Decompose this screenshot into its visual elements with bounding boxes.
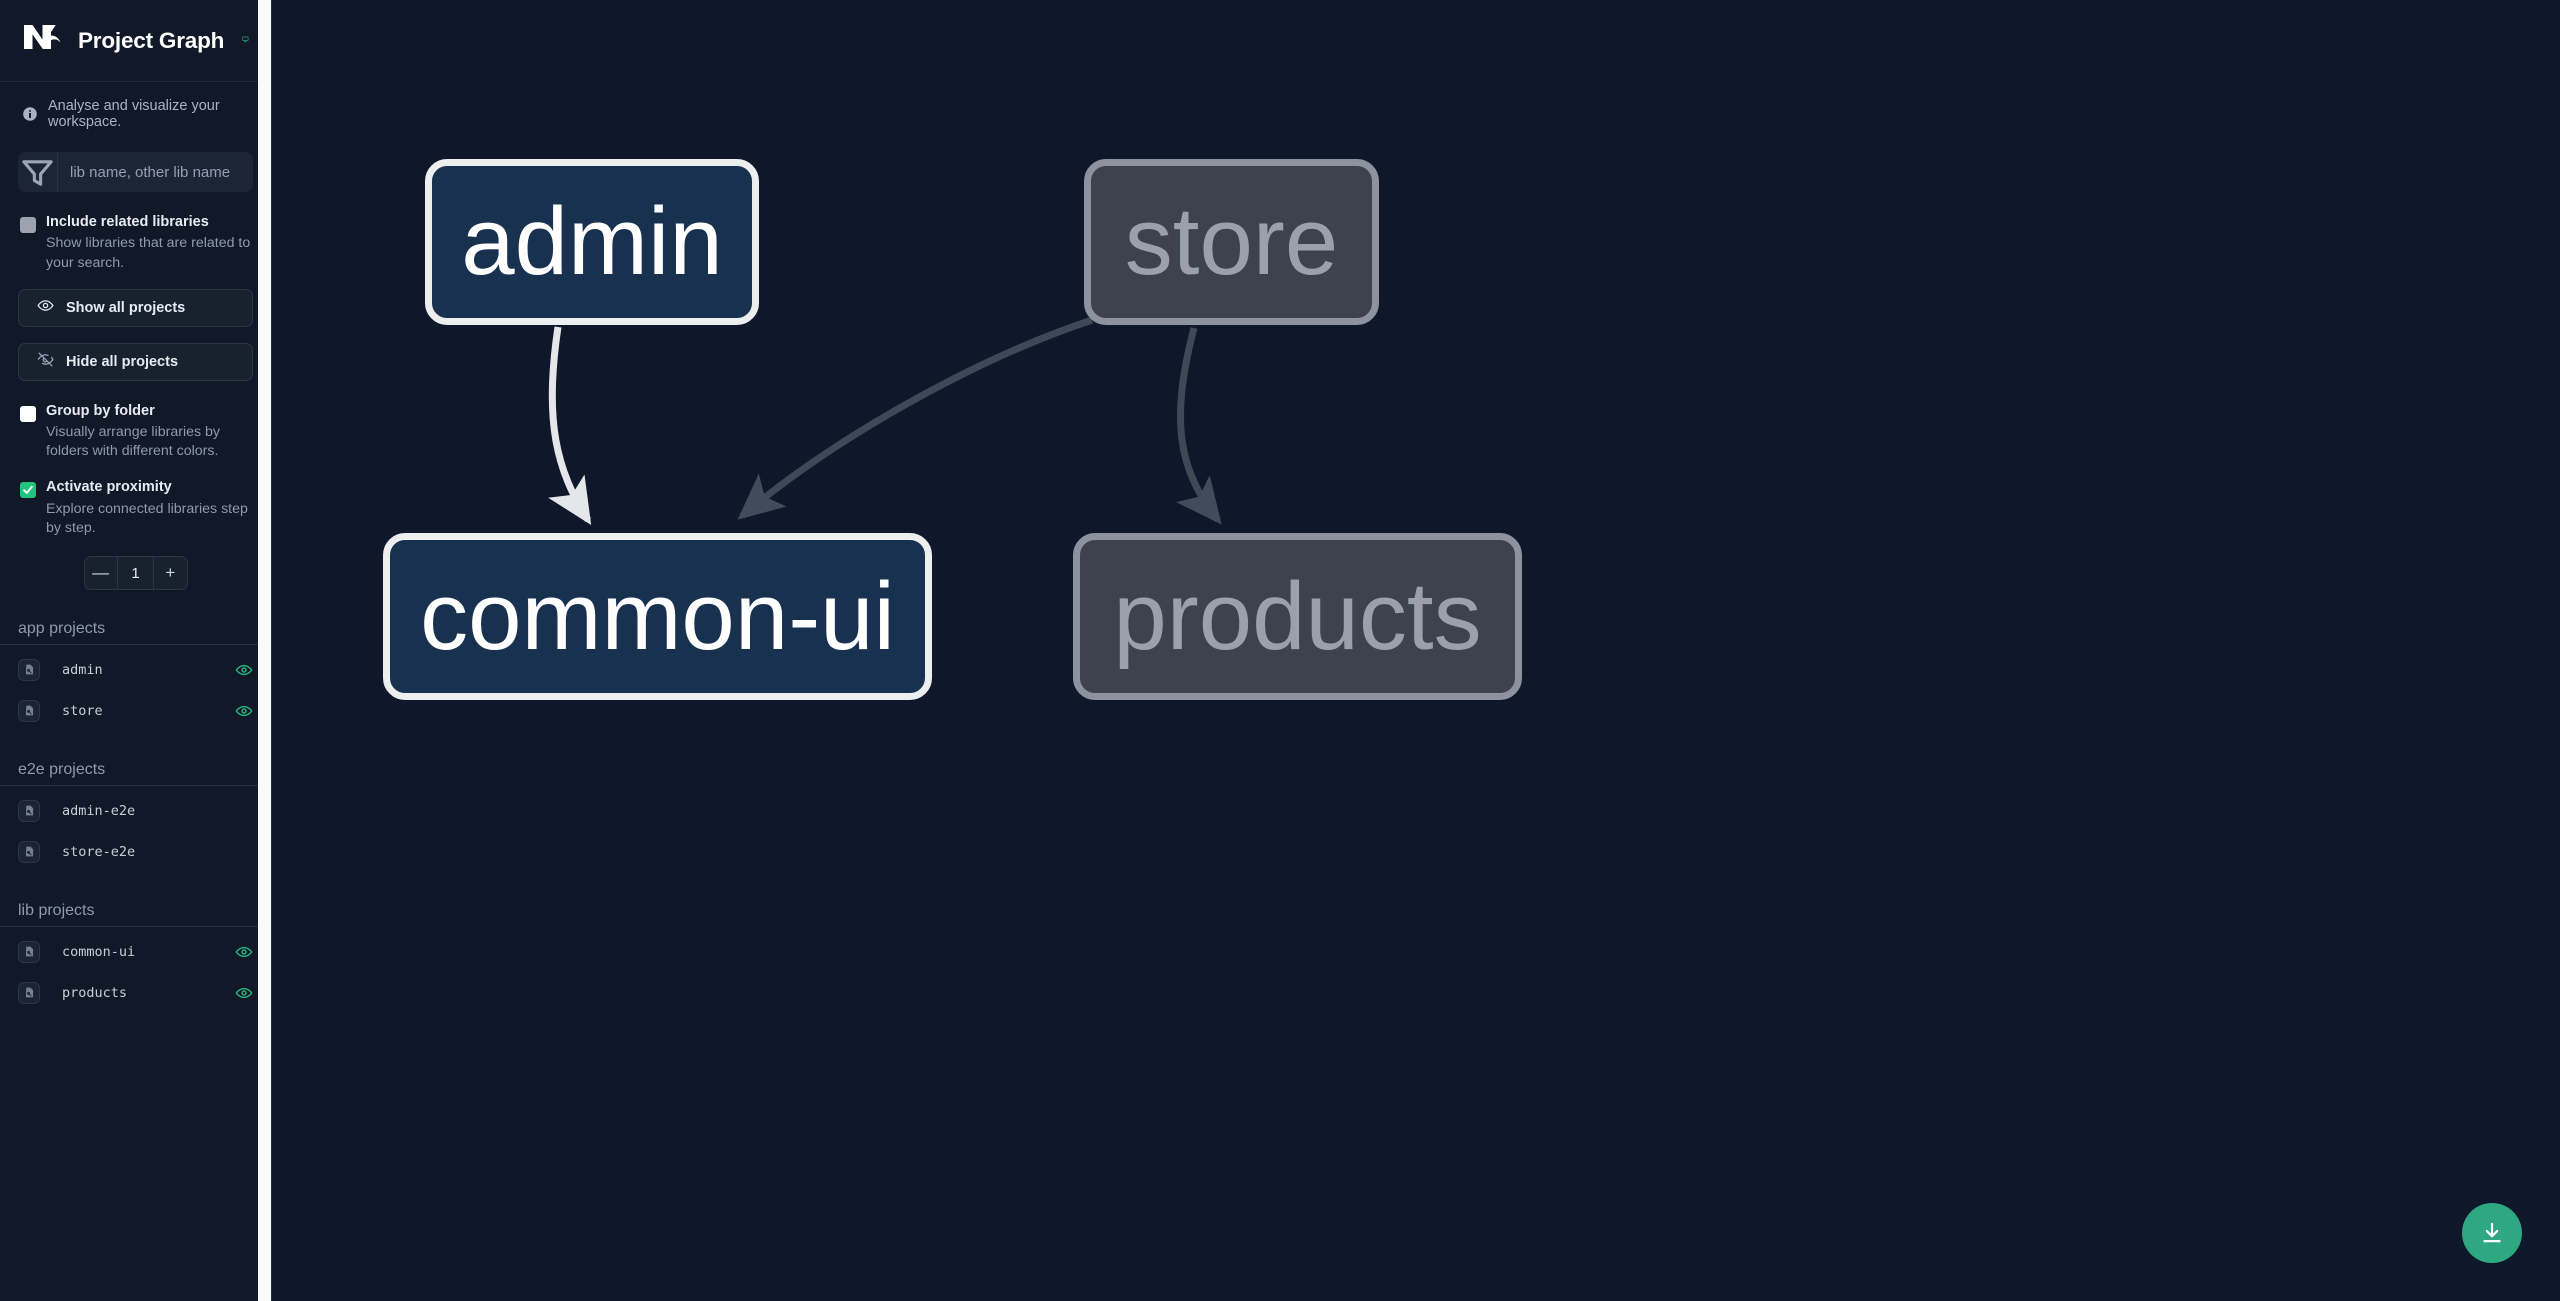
option-label: Group by folder [46, 402, 155, 419]
download-graph-button[interactable] [2462, 1203, 2522, 1263]
option-description: Show libraries that are related to your … [46, 235, 251, 271]
option-label: Include related libraries [46, 214, 209, 230]
sidebar-tagline: Analyse and visualize your workspace. [0, 82, 271, 130]
project-group-app-projects: app projects admin store [0, 620, 271, 731]
project-file-icon [18, 840, 40, 863]
project-name: store-e2e [62, 843, 136, 860]
sidebar-header: Project Graph [0, 0, 271, 82]
graph-node-common-ui[interactable]: common-ui [383, 533, 932, 700]
project-visibility-eye-icon[interactable] [235, 702, 253, 720]
project-group-title: app projects [0, 620, 271, 646]
proximity-value: 1 [116, 557, 155, 590]
show-all-projects-button[interactable]: Show all projects [18, 288, 253, 327]
checkbox-activate-proximity[interactable] [20, 482, 36, 499]
search-input[interactable] [58, 152, 253, 192]
proximity-stepper[interactable]: — 1 + [83, 556, 188, 591]
project-groups: app projects admin store e2e projects admin-… [0, 620, 271, 1013]
project-row-products[interactable]: products [0, 972, 271, 1013]
project-name: common-ui [62, 943, 136, 960]
project-visibility-eye-icon[interactable] [235, 943, 253, 961]
option-description: Explore connected libraries step by step… [46, 500, 248, 537]
project-name: admin [62, 661, 103, 678]
graph-node-label: store [1124, 188, 1339, 295]
option-include-related-libraries[interactable]: Include related libraries Show libraries… [0, 192, 271, 273]
project-group-title: e2e projects [0, 761, 271, 787]
monitor-icon[interactable] [242, 30, 249, 52]
option-activate-proximity[interactable]: Activate proximity Explore connected lib… [0, 461, 271, 538]
show-all-projects-label: Show all projects [66, 299, 186, 316]
project-file-icon [18, 699, 40, 722]
graph-node-admin[interactable]: admin [425, 159, 759, 325]
project-file-icon [18, 658, 40, 681]
tagline-text: Analyse and visualize your workspace. [48, 98, 220, 130]
checkbox-group-by-folder[interactable] [20, 405, 36, 422]
project-file-icon [18, 799, 40, 822]
search-filter-field[interactable] [18, 152, 253, 192]
proximity-increment-button[interactable]: + [165, 563, 176, 583]
graph-node-label: common-ui [420, 562, 895, 670]
nx-logo [22, 21, 64, 61]
info-icon [22, 106, 38, 122]
option-description: Visually arrange libraries by folders wi… [46, 424, 221, 460]
edge-admin-to-common-ui [548, 326, 592, 525]
project-group-title: lib projects [0, 902, 271, 928]
project-group-lib-projects: lib projects common-ui products [0, 902, 271, 1013]
project-visibility-eye-icon[interactable] [235, 661, 253, 679]
sidebar-scrollbar[interactable] [258, 0, 271, 1301]
graph-canvas[interactable]: admin store common-ui products [272, 0, 2560, 1301]
project-row-common-ui[interactable]: common-ui [0, 931, 271, 972]
edge-store-to-common-ui [737, 316, 1094, 520]
project-name: admin-e2e [62, 802, 136, 819]
eye-icon [37, 297, 54, 318]
filter-funnel-icon [18, 152, 58, 192]
project-name: products [62, 984, 128, 1001]
page-title: Project Graph [78, 27, 225, 53]
project-row-admin[interactable]: admin [0, 649, 271, 690]
project-group-e2e-projects: e2e projects admin-e2e store-e2e [0, 761, 271, 872]
checkbox-include-related-libraries[interactable] [20, 217, 36, 233]
graph-node-store[interactable]: store [1084, 159, 1379, 325]
option-label: Activate proximity [46, 479, 172, 496]
project-row-admin-e2e[interactable]: admin-e2e [0, 790, 271, 831]
project-row-store-e2e[interactable]: store-e2e [0, 831, 271, 872]
graph-node-label: admin [461, 188, 723, 295]
download-icon [2479, 1220, 2505, 1246]
graph-node-products[interactable]: products [1073, 533, 1522, 700]
project-visibility-eye-icon[interactable] [235, 984, 253, 1002]
sidebar: Project Graph Analyse and visualize your… [0, 0, 272, 1301]
project-file-icon [18, 981, 40, 1004]
hide-all-projects-button[interactable]: Hide all projects [18, 342, 253, 381]
project-name: store [62, 702, 103, 719]
hide-all-projects-label: Hide all projects [66, 353, 179, 370]
project-file-icon [18, 940, 40, 963]
graph-edges [548, 316, 1222, 525]
option-group-by-folder[interactable]: Group by folder Visually arrange librari… [0, 381, 271, 462]
graph-node-label: products [1113, 562, 1482, 670]
project-row-store[interactable]: store [0, 690, 271, 731]
edge-store-to-products [1176, 327, 1222, 525]
eye-off-icon [37, 351, 54, 372]
proximity-decrement-button[interactable]: — [92, 563, 110, 583]
